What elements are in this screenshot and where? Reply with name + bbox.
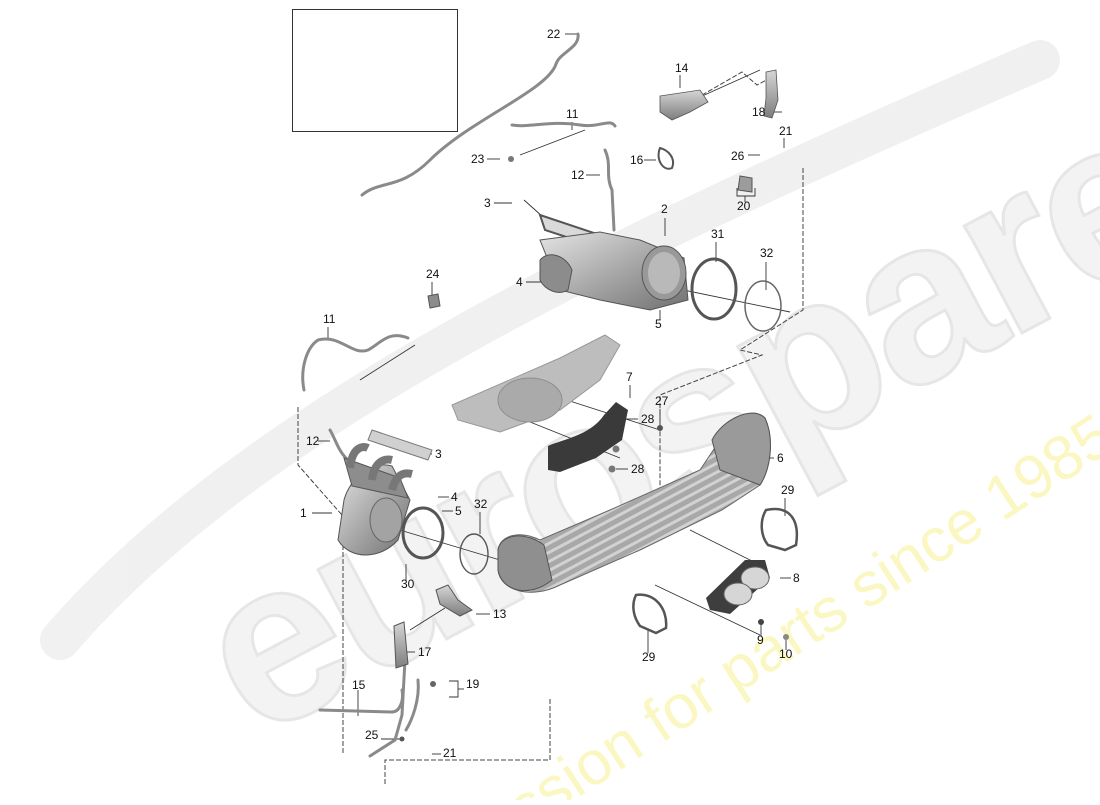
part-callout-6[interactable]: 6 [777,451,784,465]
part-callout-12[interactable]: 12 [306,434,320,448]
upper-catalytic-converter [539,231,689,311]
tailpipe-trim [706,560,770,614]
watermark-logo: eurospares a passion for parts since 198… [40,2,1100,805]
vehicle-overview-inset [292,9,458,132]
part-callout-32[interactable]: 32 [760,246,774,260]
part-callout-7[interactable]: 7 [626,370,633,384]
rear-silencer [497,412,771,593]
part-callout-4[interactable]: 4 [516,275,523,289]
part-callout-8[interactable]: 8 [793,571,800,585]
part-callout-3[interactable]: 3 [484,196,491,210]
part-callout-18[interactable]: 18 [752,105,766,119]
part-callout-9[interactable]: 9 [757,633,764,647]
part-callout-11[interactable]: 11 [566,107,579,121]
part-callout-24[interactable]: 24 [426,267,440,281]
part-callout-32[interactable]: 32 [474,497,488,511]
part-callout-10[interactable]: 10 [779,647,793,661]
part-callout-17[interactable]: 17 [418,645,432,659]
part-callout-11[interactable]: 11 [323,312,336,326]
part-callout-27[interactable]: 27 [655,394,669,408]
part-callout-23[interactable]: 23 [471,152,485,166]
part-callout-30[interactable]: 30 [401,577,415,591]
part-callout-29[interactable]: 29 [642,650,656,664]
part-callout-4[interactable]: 4 [451,490,458,504]
part-callout-29[interactable]: 29 [781,483,795,497]
part-callout-19[interactable]: 19 [466,677,480,691]
part-callout-20[interactable]: 20 [737,199,751,213]
part-callout-1[interactable]: 1 [300,506,307,520]
part-callout-16[interactable]: 16 [630,153,644,167]
part-callout-13[interactable]: 13 [493,607,507,621]
part-callout-28[interactable]: 28 [641,412,655,426]
part-callout-3[interactable]: 3 [435,447,442,461]
heat-shield-mid [451,334,621,433]
part-callout-31[interactable]: 31 [711,227,725,241]
part-callout-21[interactable]: 21 [779,124,793,138]
part-callout-14[interactable]: 14 [675,61,689,75]
part-callout-26[interactable]: 26 [731,149,745,163]
part-callout-25[interactable]: 25 [365,728,379,742]
part-callout-12[interactable]: 12 [571,168,585,182]
part-callout-15[interactable]: 15 [352,678,366,692]
part-callout-2[interactable]: 2 [661,202,668,216]
part-callout-5[interactable]: 5 [655,317,662,331]
part-callout-22[interactable]: 22 [547,27,561,41]
part-callout-5[interactable]: 5 [455,504,462,518]
lower-catalytic-converter [337,429,433,556]
part-callout-28[interactable]: 28 [631,462,645,476]
part-callout-21[interactable]: 21 [443,746,457,760]
